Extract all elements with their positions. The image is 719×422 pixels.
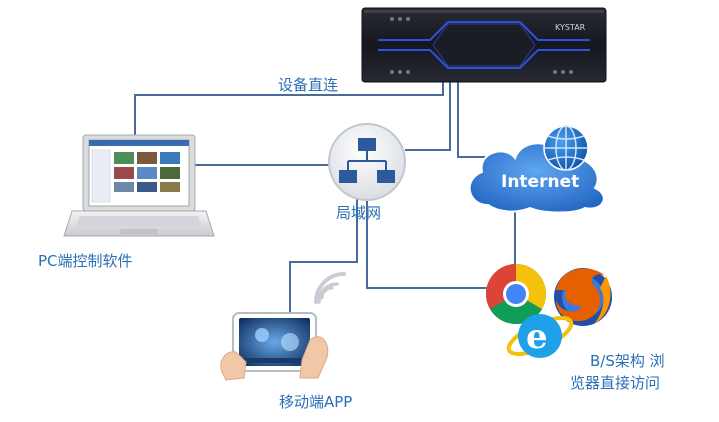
laptop-icon: [63, 134, 215, 237]
line-server-to-internet: [457, 78, 500, 158]
chrome-icon: [485, 264, 547, 325]
label-direct-connect: 设备直连: [278, 76, 338, 94]
wifi-icon: [314, 272, 346, 304]
line-server-to-laptop: [134, 78, 444, 135]
label-bs-line1: B/S架构 浏: [590, 352, 665, 370]
internet-label: Internet: [501, 172, 579, 192]
label-mobile-app: 移动端APP: [279, 393, 352, 411]
label-pc-software: PC端控制软件: [38, 252, 133, 270]
line-lan-to-browsers: [366, 198, 490, 289]
globe-icon: [543, 125, 589, 171]
line-lan-to-tablet: [289, 198, 358, 318]
connection-lines: [134, 78, 516, 318]
server-brand: KYSTAR: [555, 23, 586, 32]
ie-icon: e: [506, 314, 574, 358]
tablet-icon: [220, 312, 329, 381]
network-switch-icon: [328, 123, 406, 201]
line-server-to-lan: [405, 78, 451, 151]
svg-text:e: e: [526, 317, 548, 357]
server-icon: KYSTAR: [361, 7, 607, 83]
label-bs-line2: 览器直接访问: [570, 374, 660, 392]
firefox-icon: [554, 268, 612, 326]
label-lan: 局域网: [336, 204, 381, 222]
